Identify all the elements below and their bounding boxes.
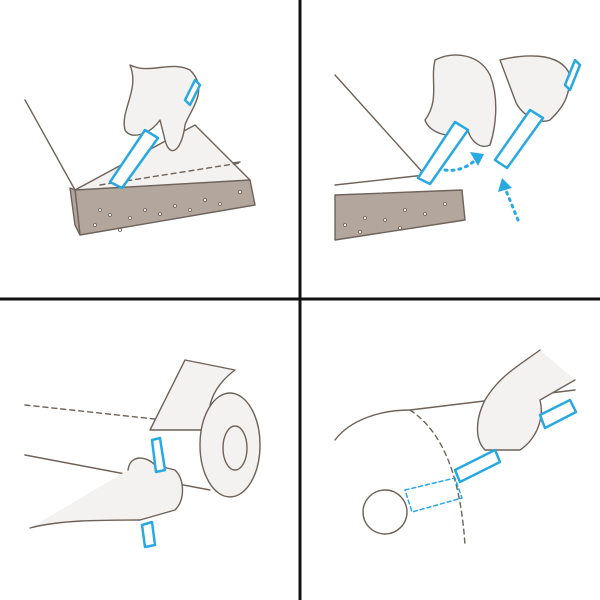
box-cutter-icon: [453, 398, 578, 484]
hand: [123, 64, 200, 152]
roll-end: [199, 392, 261, 498]
roll-core: [362, 489, 408, 535]
hand-right: [499, 55, 571, 122]
box-cutter-icon: [140, 436, 167, 549]
roll-top: [334, 389, 576, 441]
arrow-up: [503, 186, 520, 222]
blade-guide: [404, 477, 463, 513]
panel-2-cut-direction: [334, 54, 582, 241]
foam-block-side: [69, 187, 81, 236]
panel-1-cut-along-block: [24, 64, 256, 236]
block-dots: [343, 202, 447, 234]
arrow-head: [470, 152, 484, 166]
foam-block-front: [334, 189, 466, 241]
sheet-edge: [334, 74, 426, 186]
panel-4-cut-inside-roll: [334, 349, 578, 546]
foam-block-front: [74, 179, 256, 236]
arrow-curve: [443, 156, 480, 172]
box-cutter-icon: [108, 78, 202, 190]
panel-3-cut-roll: [24, 359, 261, 549]
roll-seam: [409, 409, 466, 546]
block-dots: [93, 190, 242, 232]
hand: [476, 349, 576, 451]
hand: [29, 457, 184, 529]
arrow-head: [498, 178, 512, 192]
hand: [424, 54, 497, 147]
roll-core: [222, 425, 248, 471]
box-cutter-icon: [416, 58, 582, 186]
